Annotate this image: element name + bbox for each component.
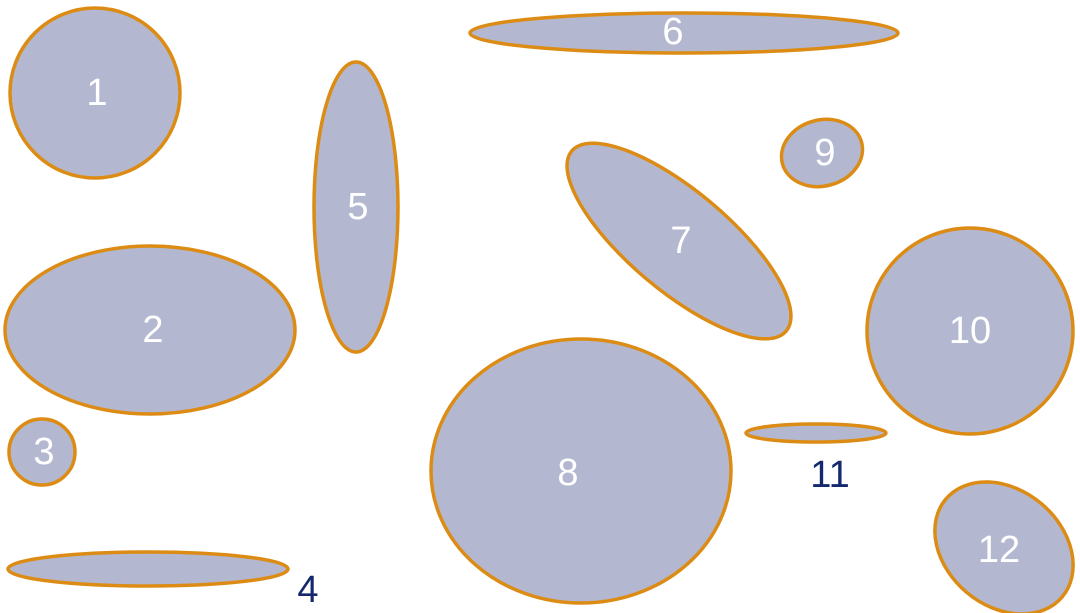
ellipse-11 xyxy=(744,422,888,444)
ellipse-label-9: 9 xyxy=(814,132,835,174)
ellipse-label-7: 7 xyxy=(670,220,691,262)
ellipse-label-11: 11 xyxy=(810,454,849,496)
ellipse-4 xyxy=(6,550,290,588)
ellipse-7 xyxy=(565,141,793,341)
ellipse-12 xyxy=(933,480,1075,613)
ellipse-label-5: 5 xyxy=(347,186,368,228)
ellipse-label-4: 4 xyxy=(297,569,318,611)
ellipse-6 xyxy=(468,11,900,55)
ellipse-10 xyxy=(865,226,1075,436)
ellipse-1 xyxy=(8,6,182,180)
ellipse-2 xyxy=(3,244,297,416)
ellipse-label-1: 1 xyxy=(86,72,107,114)
ellipse-label-3: 3 xyxy=(33,431,54,473)
ellipse-3 xyxy=(7,417,77,487)
ellipse-label-6: 6 xyxy=(662,11,683,53)
ellipse-8 xyxy=(429,337,733,605)
ellipse-label-10: 10 xyxy=(949,310,991,352)
ellipse-9 xyxy=(779,117,865,189)
ellipse-label-2: 2 xyxy=(142,309,163,351)
ellipse-5 xyxy=(312,60,400,354)
ellipse-label-12: 12 xyxy=(978,529,1020,571)
ellipse-label-8: 8 xyxy=(557,452,578,494)
ellipse-layer xyxy=(3,6,1075,613)
